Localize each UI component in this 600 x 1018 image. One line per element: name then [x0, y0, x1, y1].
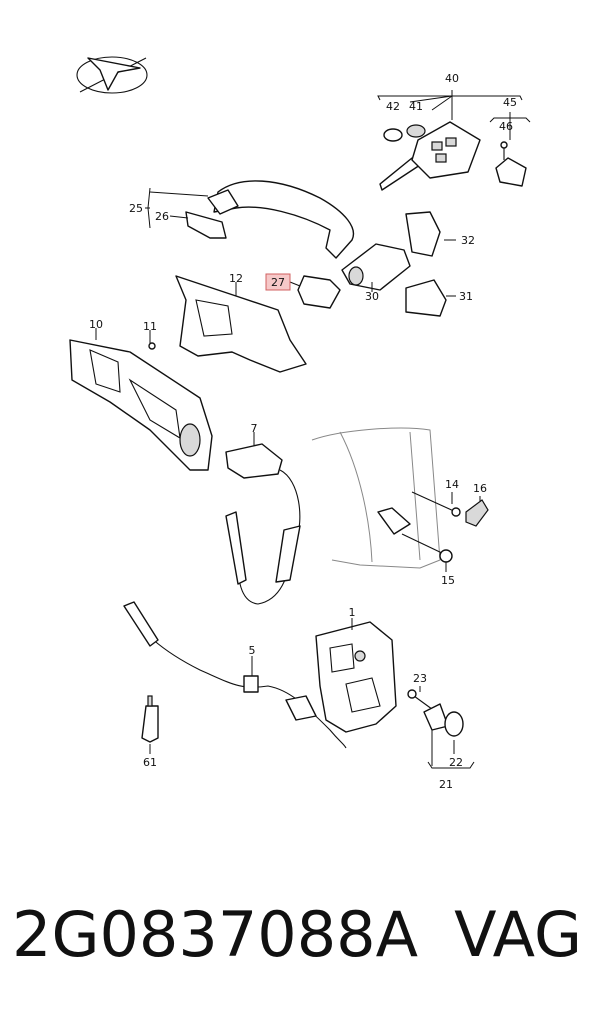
- exploded-parts-diagram: 40 42 41 45 46 25 26 32 12 27 30 31 10 1…: [69, 56, 531, 791]
- callout-32: 32: [461, 234, 475, 247]
- door-handle-carrier-10: [69, 328, 213, 471]
- door-lock-1: [315, 618, 397, 733]
- battery-42: [383, 128, 403, 142]
- brand-label: VAG: [454, 898, 582, 971]
- callout-27: 27: [271, 276, 285, 289]
- callout-26: 26: [155, 210, 169, 223]
- screw-11: [148, 342, 156, 350]
- callout-labels: 40 42 41 45 46 25 26 32 12 27 30 31 10 1…: [89, 72, 517, 791]
- callout-61: 61: [143, 756, 157, 769]
- callout-14: 14: [445, 478, 459, 491]
- part-61: [141, 695, 159, 754]
- screw-46: [500, 141, 508, 149]
- footer: 2G0837088A VAG: [0, 880, 600, 990]
- release-cable-5: [123, 601, 347, 749]
- handle-seal-26: [185, 211, 227, 239]
- callout-22: 22: [449, 756, 463, 769]
- outer-door-handle: [213, 180, 355, 259]
- car-door-frame: [311, 427, 489, 572]
- cable-bracket-7: [225, 432, 301, 605]
- door-handle-group: [145, 180, 355, 259]
- cover-32: [405, 211, 441, 257]
- callout-11: 11: [143, 320, 157, 333]
- callout-12: 12: [229, 272, 243, 285]
- key-fob-body: [411, 121, 481, 179]
- callout-30: 30: [365, 290, 379, 303]
- callout-41: 41: [409, 100, 423, 113]
- cover-cap-27: [289, 275, 341, 309]
- callout-31: 31: [459, 290, 473, 303]
- bolt-14: [411, 491, 457, 513]
- callout-42: 42: [386, 100, 400, 113]
- callout-15: 15: [441, 574, 455, 587]
- orientation-logo: [76, 56, 148, 94]
- cover-31: [405, 279, 447, 317]
- highlight-box-27: [265, 273, 291, 291]
- callout-16: 16: [473, 482, 487, 495]
- callout-21: 21: [439, 778, 453, 791]
- battery-41: [406, 124, 426, 138]
- callout-7: 7: [251, 422, 258, 435]
- callout-45: 45: [503, 96, 517, 109]
- bolt-15: [401, 533, 445, 555]
- cover-45: [495, 157, 527, 187]
- callout-40: 40: [445, 72, 459, 85]
- handle-bracket-12: [175, 275, 307, 373]
- callout-46: 46: [499, 120, 513, 133]
- callout-5: 5: [249, 644, 256, 657]
- key-fob-group: [377, 90, 531, 191]
- callout-10: 10: [89, 318, 103, 331]
- cap-22: [444, 711, 464, 737]
- cap-16: [465, 499, 489, 527]
- callout-25: 25: [129, 202, 143, 215]
- callout-23: 23: [413, 672, 427, 685]
- lock-cylinder-group: [341, 211, 456, 317]
- striker-group: [407, 686, 475, 769]
- callout-1: 1: [349, 606, 356, 619]
- part-number: 2G0837088A: [12, 898, 419, 971]
